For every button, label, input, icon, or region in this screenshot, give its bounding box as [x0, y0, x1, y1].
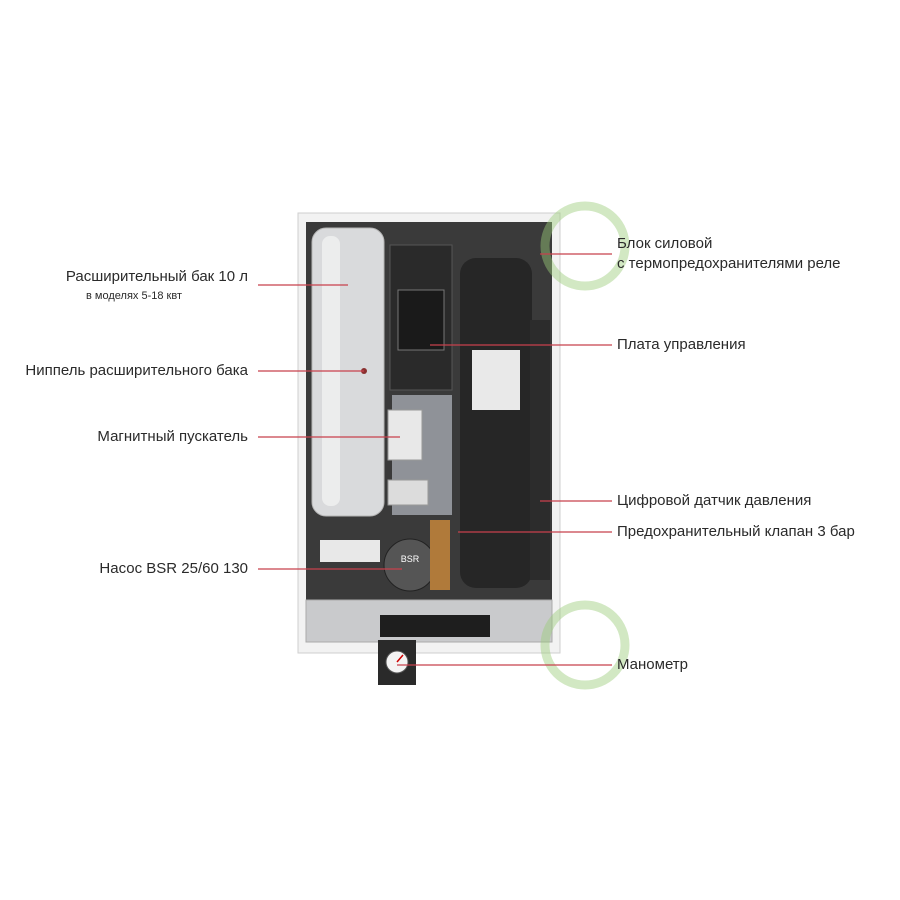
board-module: [397, 289, 445, 351]
label-safety-valve: Предохранительный клапан 3 бар: [617, 523, 855, 540]
pipe: [320, 540, 380, 562]
brass-fitting: [430, 520, 450, 590]
label-control-board: Плата управления: [617, 336, 746, 353]
watermark-logo: [540, 201, 630, 291]
watermark-logo: [540, 600, 630, 690]
pump-brand: BSR: [401, 554, 420, 564]
label-power-block-line2: с термопредохранителями реле: [617, 255, 841, 272]
label-manometer: Манометр: [617, 656, 689, 673]
label-contactor: Магнитный пускатель: [97, 428, 248, 445]
cylinder-sticker: [472, 350, 520, 410]
insulation: [530, 320, 550, 580]
label-pressure-sensor: Цифровой датчик давления: [617, 492, 812, 509]
contactor: [387, 409, 423, 461]
label-expansion-tank: Расширительный бак 10 л: [65, 268, 248, 285]
label-power-block: Блок силовой: [617, 235, 713, 252]
leader-lines: [258, 253, 612, 666]
label-expansion-tank-note: в моделях 5-18 квт: [86, 290, 182, 302]
heating-cylinder: [460, 258, 532, 588]
manometer-needle: [396, 654, 404, 663]
terminal-block: [387, 479, 429, 506]
label-tank-nipple: Ниппель расширительного бака: [25, 362, 248, 379]
pump: [383, 538, 437, 592]
bottom-connector: [380, 615, 490, 637]
label-pump: Насос BSR 25/60 130: [99, 560, 248, 577]
